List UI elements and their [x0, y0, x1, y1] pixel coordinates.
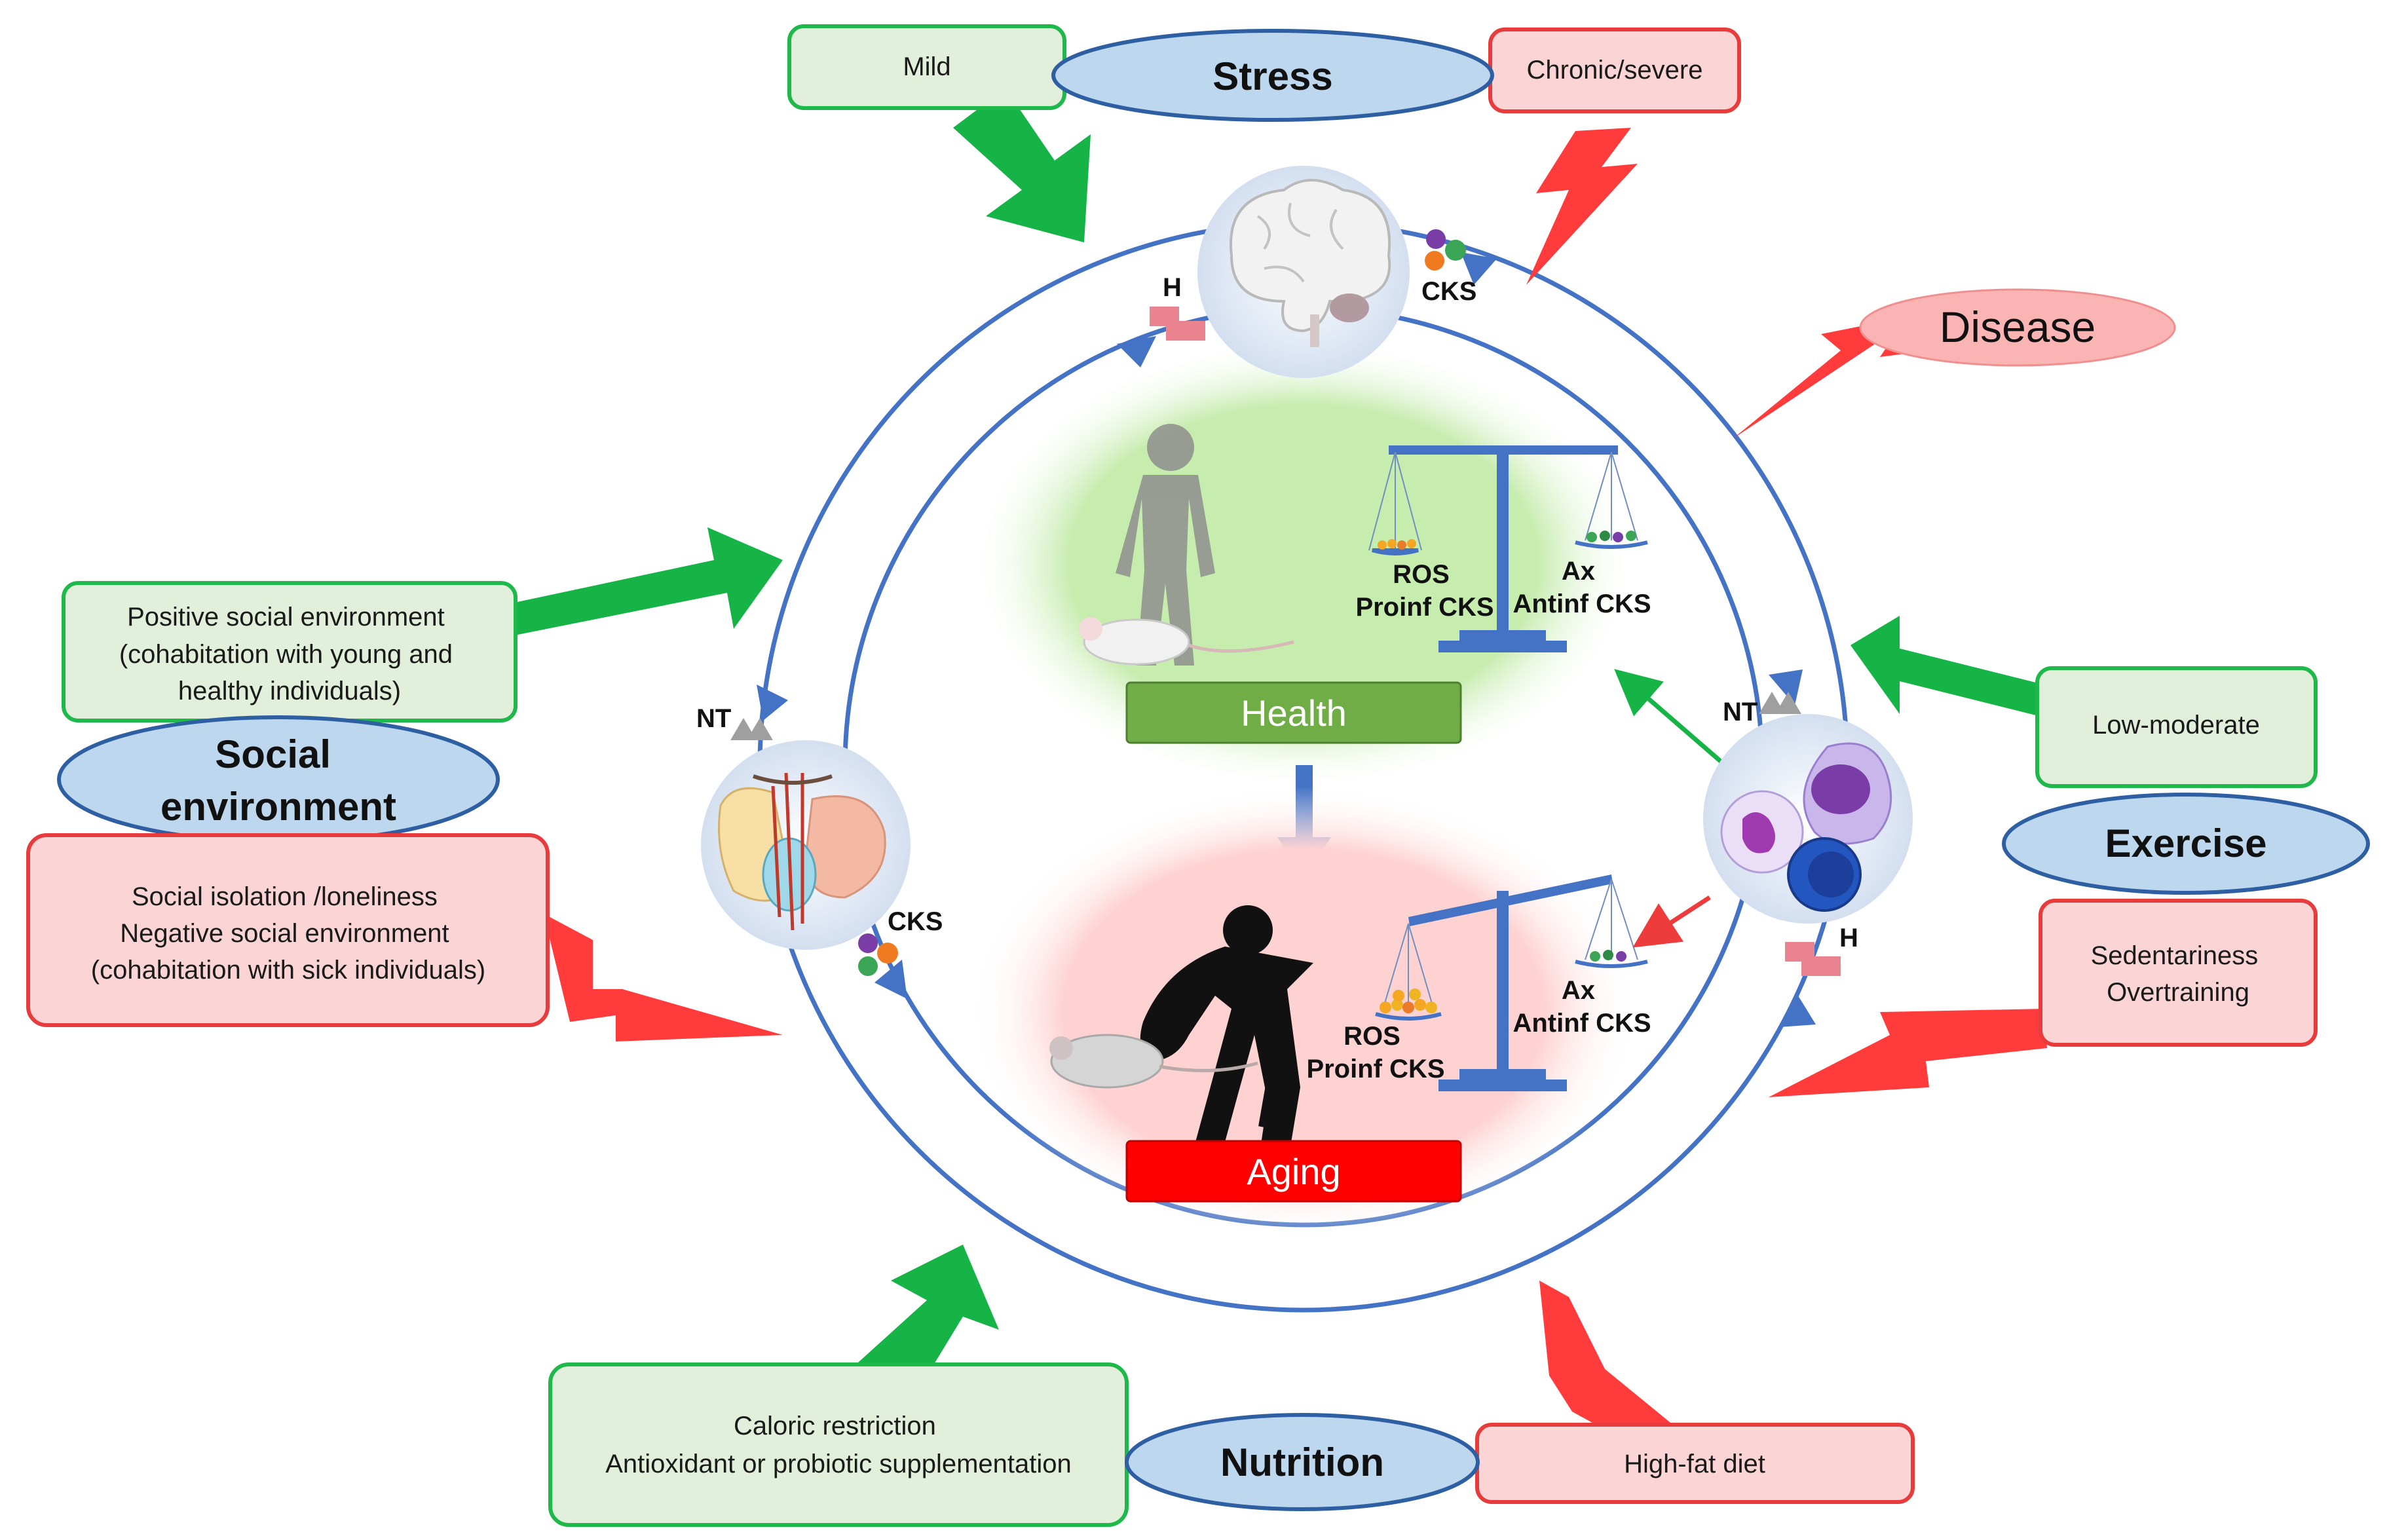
aging-scale-right-label: Ax Antinf CKS: [1513, 976, 1651, 1038]
immune-markers: NT H: [1723, 692, 1858, 976]
social-title: Social environment: [160, 732, 396, 829]
exercise-negative-box: [2039, 899, 2318, 1047]
aging-label: Aging: [1247, 1151, 1340, 1192]
stress-ellipse: [1051, 29, 1494, 122]
social-positive-text: Positive social environment (cohabitatio…: [119, 603, 460, 705]
ring-arrowhead: [1117, 336, 1156, 367]
exercise-positive-box: [2035, 666, 2318, 788]
exercise-positive-text: Low-moderate: [2092, 711, 2260, 740]
exercise-group: Low-moderate Exercise Sedentariness Over…: [2002, 666, 2370, 1047]
stress-positive-text: Mild: [903, 52, 950, 81]
nutrition-group: Caloric restriction Antioxidant or probi…: [548, 1362, 1915, 1527]
elderly-person-icon: [1140, 905, 1313, 1166]
positive-arrows: [514, 88, 2044, 1392]
social-positive-arrow: [514, 527, 783, 635]
health-zone: ROS Proinf CKS Ax Antinf CKS Health: [969, 337, 1651, 789]
nutrition-title: Nutrition: [1220, 1440, 1384, 1484]
ring-arrowhead: [1769, 669, 1803, 705]
health-scale-left-label: ROS Proinf CKS: [1355, 560, 1494, 622]
mouse-icon: [1079, 617, 1294, 666]
immune-to-health-arrow: [1614, 669, 1725, 765]
endocrine-gland-icon: [718, 772, 886, 931]
neurotransmitter-icon: [730, 718, 773, 740]
stress-group: Mild Chronic/severe Stress: [787, 24, 1741, 122]
ring-arrowhead: [1461, 252, 1497, 285]
exercise-title: Exercise: [2105, 821, 2267, 865]
aging-blob: [969, 786, 1638, 1238]
old-mouse-icon: [1049, 1034, 1258, 1089]
social-negative-text: Social isolation /loneliness Negative so…: [91, 882, 486, 985]
brain-markers: H CKS: [1150, 229, 1476, 341]
endocrine-node: [701, 740, 911, 950]
immune-node: [1703, 714, 1913, 924]
exercise-negative-bolt: [1769, 1009, 2047, 1097]
stress-negative-text: Chronic/severe: [1526, 56, 1702, 85]
brain-cks-label: CKS: [1421, 277, 1476, 306]
disease-title: Disease: [1940, 303, 2096, 351]
ring-arrowhead: [874, 960, 907, 999]
hormone-icon: [1150, 307, 1205, 341]
disease-group: Disease: [1859, 288, 2176, 367]
nutrition-positive-box: [548, 1362, 1129, 1527]
ring-arrowhead: [757, 685, 788, 721]
hormone-icon: [1785, 942, 1841, 976]
aging-balance-scale: [1375, 874, 1648, 1091]
cytokine-icon: [858, 956, 878, 976]
aging-zone: ROS Proinf CKS Ax Antinf CKS Aging: [969, 786, 1651, 1238]
social-group: Positive social environment (cohabitatio…: [26, 581, 550, 1027]
stress-negative-bolt: [1526, 128, 1638, 285]
aging-scale-left-label: ROS Proinf CKS: [1306, 1022, 1444, 1083]
immune-to-aging-arrow: [1632, 895, 1711, 948]
nutrition-positive-text: Caloric restriction Antioxidant or probi…: [605, 1412, 1072, 1478]
aging-bar: [1125, 1140, 1462, 1203]
cytokine-icon: [858, 933, 878, 953]
brain-h-label: H: [1163, 273, 1182, 302]
endocrine-cks-label: CKS: [888, 907, 943, 936]
endocrine-nt-label: NT: [696, 704, 731, 733]
exercise-negative-text: Sedentariness Overtraining: [2091, 941, 2266, 1007]
disease-ellipse: [1859, 288, 2176, 367]
brain-icon: [1230, 179, 1391, 347]
brain-node: [1197, 166, 1410, 378]
social-negative-bolt: [544, 914, 783, 1042]
nutrition-negative-bolt: [1539, 1281, 1677, 1448]
nutrition-negative-text: High-fat diet: [1624, 1450, 1765, 1478]
exercise-positive-arrow: [1851, 616, 2044, 717]
exercise-ellipse: [2002, 793, 2370, 895]
stress-positive-arrow: [953, 88, 1091, 242]
health-scale-right-label: Ax Antinf CKS: [1513, 557, 1651, 618]
immune-h-label: H: [1839, 924, 1858, 952]
immune-cells-icon: [1720, 742, 1892, 912]
cytokine-icon: [1425, 251, 1444, 271]
human-silhouette-icon: [1116, 424, 1215, 666]
cytokine-icon: [877, 943, 898, 964]
cytokine-icon: [1445, 240, 1466, 261]
nutrition-positive-arrow: [858, 1245, 999, 1392]
endocrine-markers: NT CKS: [696, 704, 943, 976]
health-balance-scale: [1368, 445, 1648, 652]
health-bar: [1125, 681, 1462, 744]
health-label: Health: [1241, 692, 1347, 734]
stress-title: Stress: [1212, 54, 1332, 98]
ring-arrowhead: [1780, 996, 1816, 1027]
immune-nt-label: NT: [1723, 698, 1757, 726]
nutrition-ellipse: [1125, 1413, 1480, 1511]
neurotransmitter-icon: [1759, 692, 1801, 714]
cytokine-icon: [1426, 229, 1446, 249]
social-negative-box: [26, 833, 550, 1027]
